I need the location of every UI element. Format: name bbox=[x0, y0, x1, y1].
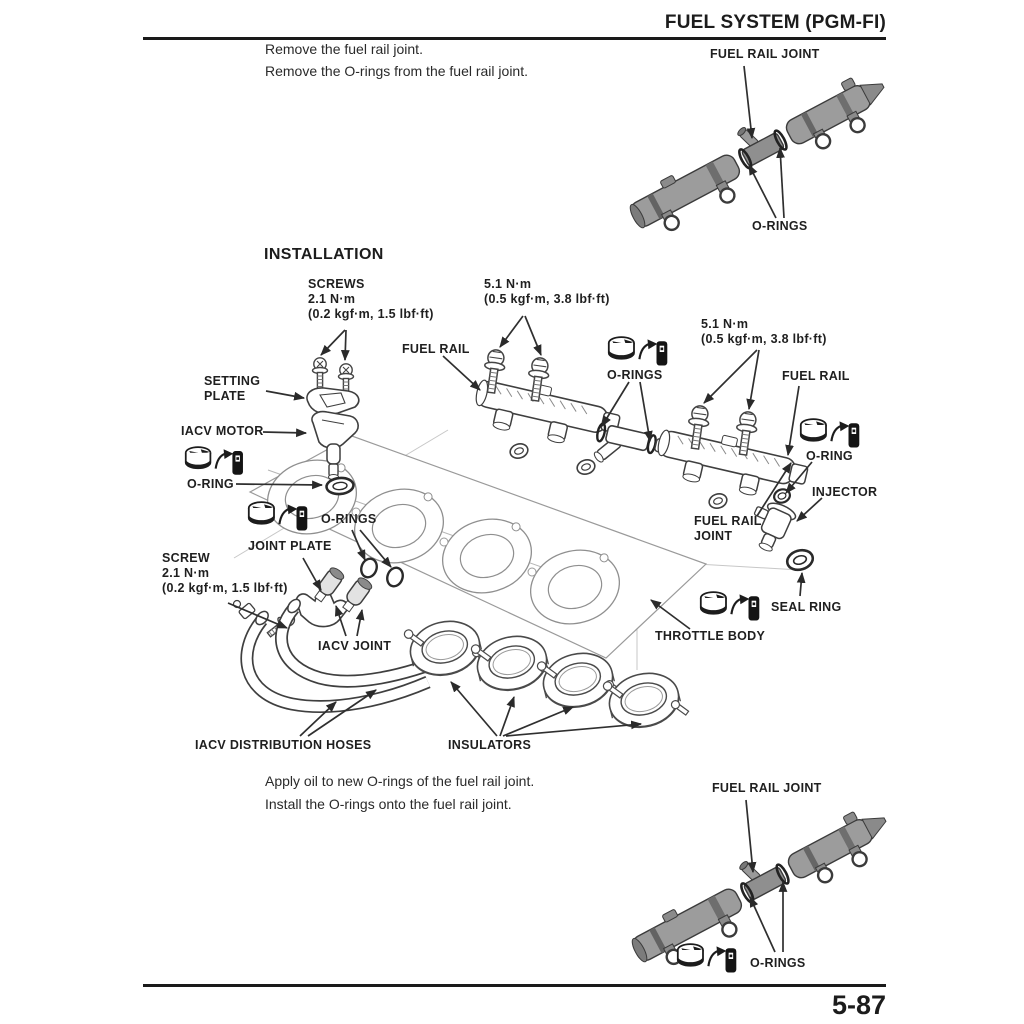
label-iacv-joint: IACV JOINT bbox=[318, 639, 392, 653]
iacv-motor-art bbox=[311, 410, 359, 480]
label-throttle-body: THROTTLE BODY bbox=[655, 629, 766, 643]
injector-art bbox=[753, 502, 797, 552]
fuel-rail-install-diagram bbox=[620, 792, 901, 981]
label-o-rings-top: O-RINGS bbox=[752, 219, 808, 233]
label-line: 5.1 N·m bbox=[701, 317, 749, 331]
label-fuel-rail-joint-top: FUEL RAIL JOINT bbox=[710, 47, 820, 61]
section-heading: INSTALLATION bbox=[264, 246, 384, 263]
label-o-ring-iacv: O-RING bbox=[187, 477, 234, 491]
oil-apply-icon bbox=[799, 418, 861, 449]
label-fuel-rail-joint-mid: FUEL RAIL JOINT bbox=[694, 514, 762, 544]
label-line: 2.1 N·m bbox=[162, 566, 210, 580]
installation-diagram bbox=[227, 315, 823, 737]
label-fuel-rail-left: FUEL RAIL bbox=[402, 342, 470, 356]
label-o-ring-right: O-RING bbox=[806, 449, 853, 463]
oil-apply-icon bbox=[676, 943, 738, 974]
fuel-rail-removal-diagram bbox=[618, 58, 899, 247]
label-torque-51-right: 5.1 N·m (0.5 kgf·m, 3.8 lbf·ft) bbox=[701, 317, 827, 347]
label-line: SCREW bbox=[162, 551, 211, 565]
label-injector: INJECTOR bbox=[812, 485, 878, 499]
instruction-line: Remove the fuel rail joint. bbox=[265, 41, 423, 57]
label-line: SCREWS bbox=[308, 277, 365, 291]
iacv-joint-art bbox=[342, 577, 373, 613]
oil-apply-icon bbox=[184, 446, 245, 476]
label-insulators: INSULATORS bbox=[448, 738, 532, 752]
fuel-rail-joint-art bbox=[593, 422, 670, 463]
label-screws-torque: SCREWS 2.1 N·m (0.2 kgf·m, 1.5 lbf·ft) bbox=[308, 277, 434, 322]
label-torque-51-top: 5.1 N·m (0.5 kgf·m, 3.8 lbf·ft) bbox=[484, 277, 610, 307]
oil-apply-icon bbox=[699, 591, 761, 622]
label-setting-plate: SETTING PLATE bbox=[204, 374, 260, 404]
iacv-joint-art bbox=[314, 567, 345, 603]
oil-apply-icon bbox=[607, 336, 669, 367]
label-line: SETTING bbox=[204, 374, 261, 388]
label-o-rings-center: O-RINGS bbox=[321, 512, 377, 526]
label-iacv-motor: IACV MOTOR bbox=[181, 424, 264, 438]
joint-plate-art bbox=[295, 591, 349, 628]
label-line: (0.5 kgf·m, 3.8 lbf·ft) bbox=[701, 332, 827, 346]
instruction-line: Remove the O-rings from the fuel rail jo… bbox=[265, 63, 528, 79]
setting-plate-art bbox=[306, 387, 360, 416]
page-title: FUEL SYSTEM (PGM-FI) bbox=[664, 12, 886, 33]
page-number: 5-87 bbox=[831, 990, 886, 1020]
label-fuel-rail-right: FUEL RAIL bbox=[782, 369, 850, 383]
label-o-rings-mid: O-RINGS bbox=[607, 368, 663, 382]
label-iacv-distribution-hoses: IACV DISTRIBUTION HOSES bbox=[195, 738, 372, 752]
label-fuel-rail-joint-bottom: FUEL RAIL JOINT bbox=[712, 781, 822, 795]
iacv-o-ring-art bbox=[325, 476, 355, 496]
label-o-rings-bottom: O-RINGS bbox=[750, 956, 806, 970]
instruction-line: Install the O-rings onto the fuel rail j… bbox=[265, 796, 512, 812]
label-line: 2.1 N·m bbox=[308, 292, 356, 306]
header-rule bbox=[143, 37, 886, 40]
label-line: (0.2 kgf·m, 1.5 lbf·ft) bbox=[308, 307, 434, 321]
instruction-line: Apply oil to new O-rings of the fuel rai… bbox=[265, 773, 535, 789]
label-line: (0.2 kgf·m, 1.5 lbf·ft) bbox=[162, 581, 288, 595]
label-joint-plate: JOINT PLATE bbox=[248, 539, 332, 553]
seal-ring-art bbox=[785, 548, 815, 572]
iacv-hoses-art bbox=[232, 598, 453, 713]
label-seal-ring: SEAL RING bbox=[771, 600, 842, 614]
label-line: JOINT bbox=[694, 529, 733, 543]
label-line: PLATE bbox=[204, 389, 246, 403]
label-line: 5.1 N·m bbox=[484, 277, 532, 291]
label-screw-torque: SCREW 2.1 N·m (0.2 kgf·m, 1.5 lbf·ft) bbox=[162, 551, 288, 596]
label-line: (0.5 kgf·m, 3.8 lbf·ft) bbox=[484, 292, 610, 306]
label-line: FUEL RAIL bbox=[694, 514, 762, 528]
footer-rule bbox=[143, 984, 886, 987]
